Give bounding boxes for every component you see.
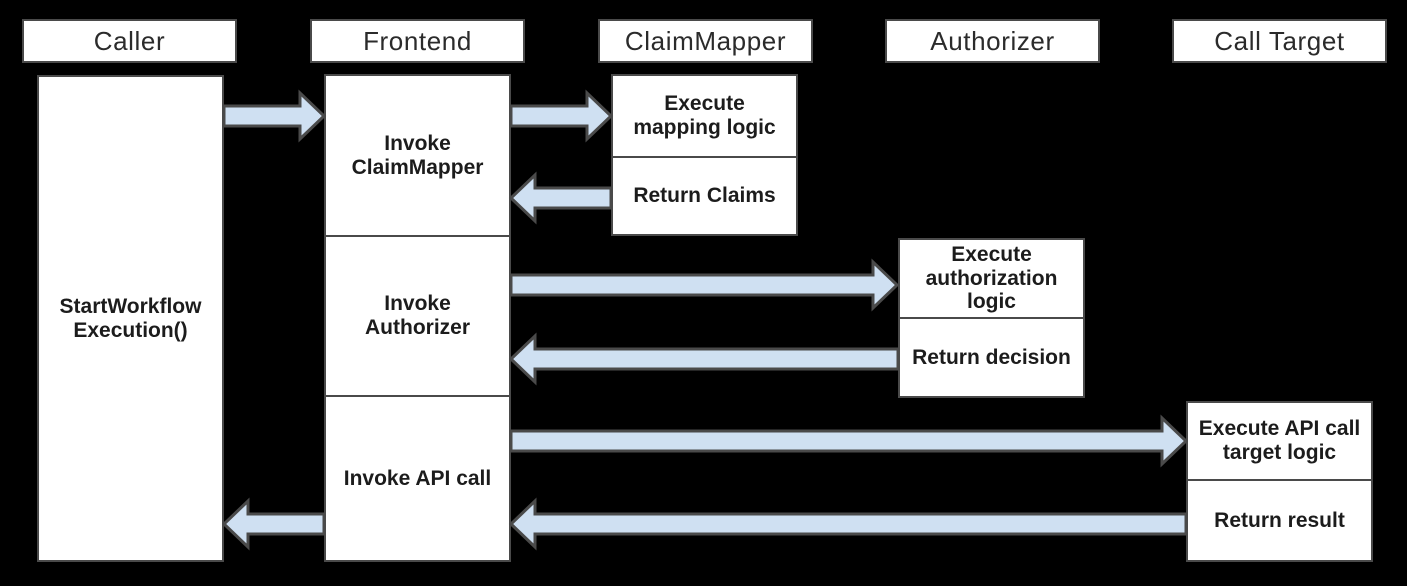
arrow-call-target-to-frontend-icon	[508, 497, 1188, 551]
activation-claimmapper: Execute mapping logic Return Claims	[611, 74, 798, 236]
caller-startworkflow-label: StartWorkflow Execution()	[59, 294, 202, 342]
lifeline-header-claimmapper: ClaimMapper	[598, 19, 813, 63]
arrow-frontend-to-authorizer-icon	[509, 258, 900, 312]
lifeline-header-frontend: Frontend	[310, 19, 525, 63]
frontend-step-invoke-api-call: Invoke API call	[326, 395, 509, 560]
call-target-return-result: Return result	[1188, 479, 1371, 560]
claimmapper-execute-mapping-logic: Execute mapping logic	[633, 92, 776, 139]
arrow-frontend-to-claimmapper-icon	[509, 89, 614, 143]
lifeline-header-caller: Caller	[22, 19, 237, 63]
arrow-caller-to-frontend-icon	[222, 89, 327, 143]
frontend-step-invoke-claimmapper: Invoke ClaimMapper	[351, 131, 484, 179]
claimmapper-return-claims: Return Claims	[613, 156, 796, 234]
activation-authorizer: Execute authorization logic Return decis…	[898, 238, 1085, 398]
activation-frontend: Invoke ClaimMapper Invoke Authorizer Inv…	[324, 74, 511, 562]
arrow-frontend-to-caller-icon	[221, 497, 326, 551]
authorizer-return-decision: Return decision	[900, 317, 1083, 396]
arrow-authorizer-to-frontend-icon	[508, 332, 900, 386]
activation-caller: StartWorkflow Execution()	[37, 75, 224, 562]
arrow-frontend-to-call-target-icon	[509, 414, 1189, 468]
call-target-execute-api-call-logic: Execute API call target logic	[1198, 417, 1361, 464]
lifeline-header-call-target: Call Target	[1172, 19, 1387, 63]
frontend-step-invoke-authorizer: Invoke Authorizer	[326, 235, 509, 395]
arrow-claimmapper-to-frontend-icon	[508, 171, 613, 225]
authorizer-execute-authorization-logic: Execute authorization logic	[925, 243, 1058, 314]
activation-call-target: Execute API call target logic Return res…	[1186, 401, 1373, 562]
lifeline-header-authorizer: Authorizer	[885, 19, 1100, 63]
